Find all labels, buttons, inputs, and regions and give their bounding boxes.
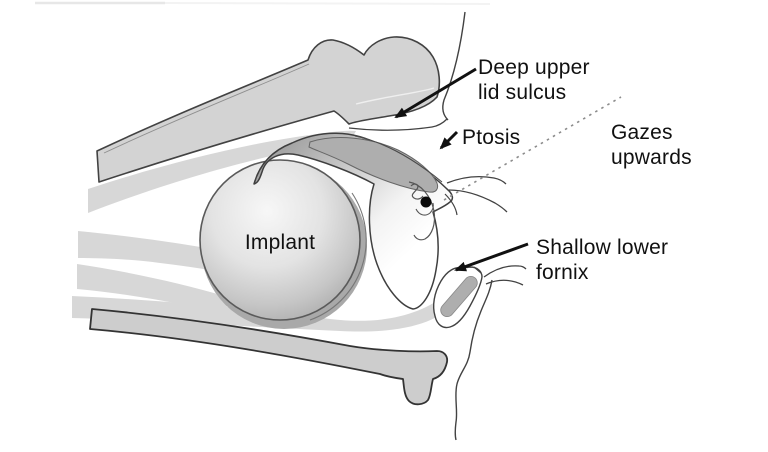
brow-bone-highlight-line — [355, 87, 435, 105]
label-deep-upper-lid-sulcus: Deep upper lid sulcus — [478, 56, 590, 104]
prosthesis-pupil — [420, 196, 432, 208]
shallow-fornix-arrow — [454, 242, 529, 272]
upper-eyelash-2 — [448, 189, 508, 213]
label-shallow-lower-fornix: Shallow lower fornix — [536, 236, 669, 284]
frontal-bone-orbital-roof — [96, 36, 441, 183]
label-implant: Implant — [244, 231, 316, 254]
lower-eyelash-1 — [483, 265, 527, 278]
label-ptosis: Ptosis — [462, 126, 521, 149]
scan-artifact-line-faint — [164, 2, 491, 5]
deep-sulcus-fold-line — [348, 118, 448, 131]
lower-eyelash-2 — [485, 279, 524, 286]
optic-nerve-stump-band — [77, 264, 228, 314]
ptosis-arrow — [439, 130, 459, 150]
conjunctiva-squiggle-line — [410, 183, 424, 200]
lower-skin-contour-line — [454, 279, 493, 441]
lower-eyelash-3 — [473, 266, 482, 274]
deep-sulcus-arrow — [394, 67, 477, 119]
orbital-floor-maxilla-bone — [89, 308, 449, 406]
upper-eyelash-3 — [444, 193, 458, 216]
label-gazes-upwards: Gazes upwards — [611, 121, 692, 169]
orbital-implant-sphere — [199, 159, 361, 321]
tenon-capsule-line — [309, 192, 367, 321]
lid-crease-line — [354, 135, 443, 183]
lower-squiggle-line — [415, 202, 434, 216]
prosthesis-margin-line — [408, 181, 436, 241]
orbital-roof-inner-line — [103, 63, 310, 154]
lower-lid-tarsal-plate — [440, 275, 478, 318]
upper-skin-contour-line — [442, 11, 466, 121]
upper-eyelash-1 — [446, 176, 507, 185]
